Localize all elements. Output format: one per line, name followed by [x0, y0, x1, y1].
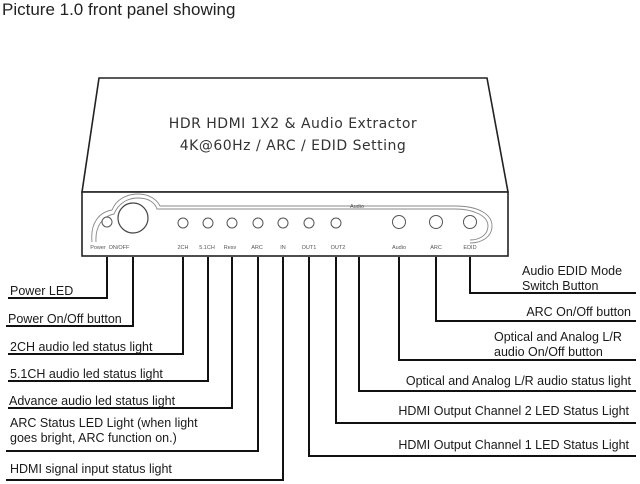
arc-button[interactable] — [429, 215, 443, 229]
leader-line-left-2 — [8, 257, 184, 355]
in-led — [277, 217, 289, 229]
callout-arc-status-line2: goes bright, ARC function on.) — [10, 431, 177, 445]
callout-hdmi-out1-led: HDMI Output Channel 1 LED Status Light — [398, 438, 629, 452]
callout-audio-status-led: Optical and Analog L/R audio status ligh… — [405, 374, 631, 388]
callout-power-onoff-button: Power On/Off button — [8, 312, 122, 326]
resv-led — [226, 217, 238, 229]
power-onoff-button[interactable] — [117, 202, 149, 234]
out1-led — [303, 217, 315, 229]
leader-line-right-1 — [435, 257, 636, 322]
panel-label: ON/OFF — [109, 245, 130, 251]
callout-audio-onoff-line1: Optical and Analog L/R — [494, 330, 622, 344]
callout-audio-onoff-line2: audio On/Off button — [494, 345, 603, 359]
callout-hdmi-input-led: HDMI signal input status light — [10, 462, 172, 476]
callout-arc-onoff-button: ARC On/Off button — [526, 305, 631, 319]
leader-line-left-4 — [8, 257, 233, 409]
panel-label: OUT2 — [331, 245, 346, 251]
panel-label: 5.1CH — [199, 245, 215, 251]
callout-arc-status-led: ARC Status LED Light (when light goes br… — [10, 416, 198, 446]
leader-line-left-5 — [6, 257, 259, 452]
callout-audio-edid-line1: Audio EDID Mode — [522, 264, 623, 278]
callout-arc-status-line1: ARC Status LED Light (when light — [10, 416, 198, 430]
panel-label: Audio — [392, 245, 406, 251]
panel-label: ARC — [430, 245, 442, 251]
callout-2ch-audio-led: 2CH audio led status light — [10, 340, 153, 354]
power-led — [101, 216, 113, 228]
callout-audio-edid-line2: Switch Button — [522, 279, 599, 293]
leader-line-right-2 — [398, 257, 636, 361]
panel-label: IN — [280, 245, 286, 251]
leader-line-left-6 — [6, 257, 284, 481]
panel-contour-inner — [95, 197, 489, 243]
leader-line-left-1 — [6, 257, 134, 327]
panel-label: Resv — [224, 245, 237, 251]
leader-line-right-0 — [469, 257, 636, 294]
figure-caption: Picture 1.0 front panel showing — [2, 0, 236, 19]
audio-button[interactable] — [392, 215, 406, 229]
device-top-face — [81, 77, 509, 193]
device-title-line2: 4K@60Hz / ARC / EDID Setting — [180, 138, 407, 154]
callout-power-led: Power LED — [10, 284, 74, 298]
panel-label: Power — [90, 245, 106, 251]
panel-contour-outer — [91, 193, 493, 244]
callout-advance-audio-led: Advance audio led status light — [9, 394, 176, 408]
callout-audio-edid-button: Audio EDID Mode Switch Button — [522, 264, 622, 294]
51ch-led — [202, 217, 214, 229]
callout-51ch-audio-led: 5.1CH audio led status light — [10, 367, 163, 381]
panel-label: ARC — [251, 245, 263, 251]
panel-label: 2CH — [177, 245, 188, 251]
panel-label: OUT1 — [302, 245, 317, 251]
callout-hdmi-out2-led: HDMI Output Channel 2 LED Status Light — [398, 404, 629, 418]
arc-led — [252, 217, 264, 229]
panel-label: EDID — [463, 245, 476, 251]
leader-line-right-5 — [308, 257, 636, 457]
device-title-line1: HDR HDMI 1X2 & Audio Extractor — [169, 116, 417, 132]
leader-line-left-0 — [8, 257, 108, 299]
out2-led — [330, 217, 342, 229]
edid-button[interactable] — [463, 215, 477, 229]
audio-group-label: Audio — [350, 204, 364, 210]
leader-line-right-3 — [358, 257, 636, 392]
callout-audio-onoff-button: Optical and Analog L/R audio On/Off butt… — [494, 330, 622, 360]
2ch-led — [177, 217, 189, 229]
leader-line-left-3 — [8, 257, 209, 382]
leader-line-right-4 — [335, 257, 636, 424]
